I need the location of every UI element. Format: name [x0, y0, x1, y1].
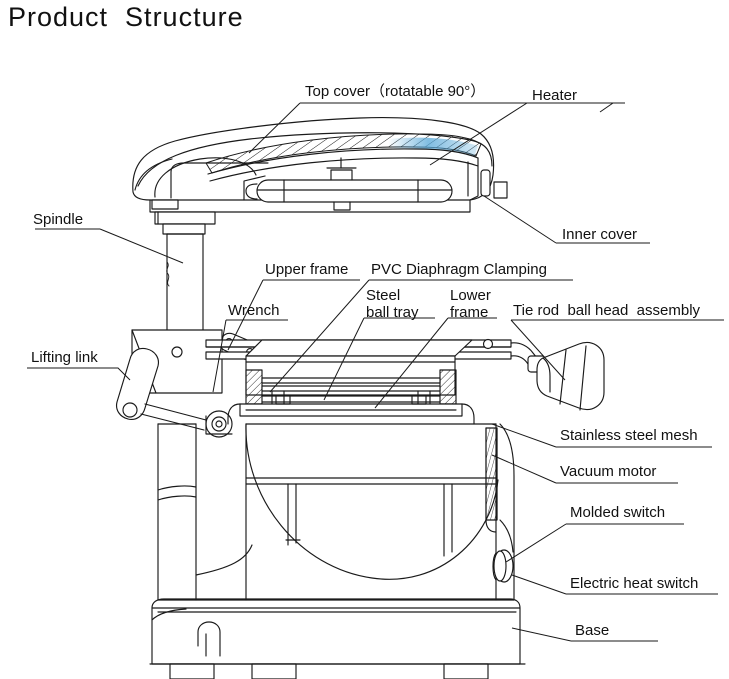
top-cover-assembly [132, 117, 508, 213]
label-base: Base [575, 622, 610, 639]
leader-lower-frame [374, 317, 497, 409]
label-lower-frame: Lower frame [450, 287, 491, 321]
label-tie-rod: Tie rod ball head assembly [513, 302, 701, 319]
leader-vacuum-motor [491, 454, 678, 484]
label-stainless-mesh: Stainless steel mesh [560, 427, 698, 444]
leader-lines [27, 102, 724, 642]
label-wrench: Wrench [228, 302, 280, 319]
leader-tie-rod [510, 319, 724, 381]
page-title: Product Structure [8, 2, 244, 32]
base-plinth [149, 598, 526, 679]
leader-heater [429, 102, 625, 166]
machine-body [157, 423, 515, 601]
label-inner-cover: Inner cover [562, 226, 638, 243]
molded-switch-knob [492, 549, 514, 583]
label-upper-frame: Upper frame [265, 261, 349, 278]
label-spindle: Spindle [33, 211, 84, 228]
label-heater: Heater [532, 87, 578, 104]
label-pvc-diaphragm: PVC Diaphragm Clamping [371, 261, 547, 278]
label-electric-heat: Electric heat switch [570, 575, 699, 592]
leader-upper-frame [227, 279, 360, 351]
leader-pvc-diaphragm [269, 279, 573, 393]
label-steel-ball-tray: Steel ball tray [366, 287, 419, 321]
spindle-column [154, 211, 216, 331]
label-vacuum-motor: Vacuum motor [560, 463, 657, 480]
leader-molded-switch [505, 523, 684, 563]
label-top-cover: Top cover（rotatable 90°） [305, 83, 486, 100]
label-molded-switch: Molded switch [570, 504, 666, 521]
leader-base [511, 627, 658, 642]
leader-wrench [212, 319, 288, 393]
label-lifting-link: Lifting link [31, 349, 98, 366]
leader-inner-cover [483, 195, 650, 244]
frame-tray-assembly [205, 338, 512, 425]
leader-electric-heat [511, 574, 718, 595]
tie-rod-ball-head [510, 341, 605, 411]
leader-stainless-mesh [491, 423, 712, 448]
leader-steel-ball-tray [323, 317, 435, 401]
leader-spindle [35, 228, 184, 264]
leader-lifting-link [27, 367, 131, 381]
